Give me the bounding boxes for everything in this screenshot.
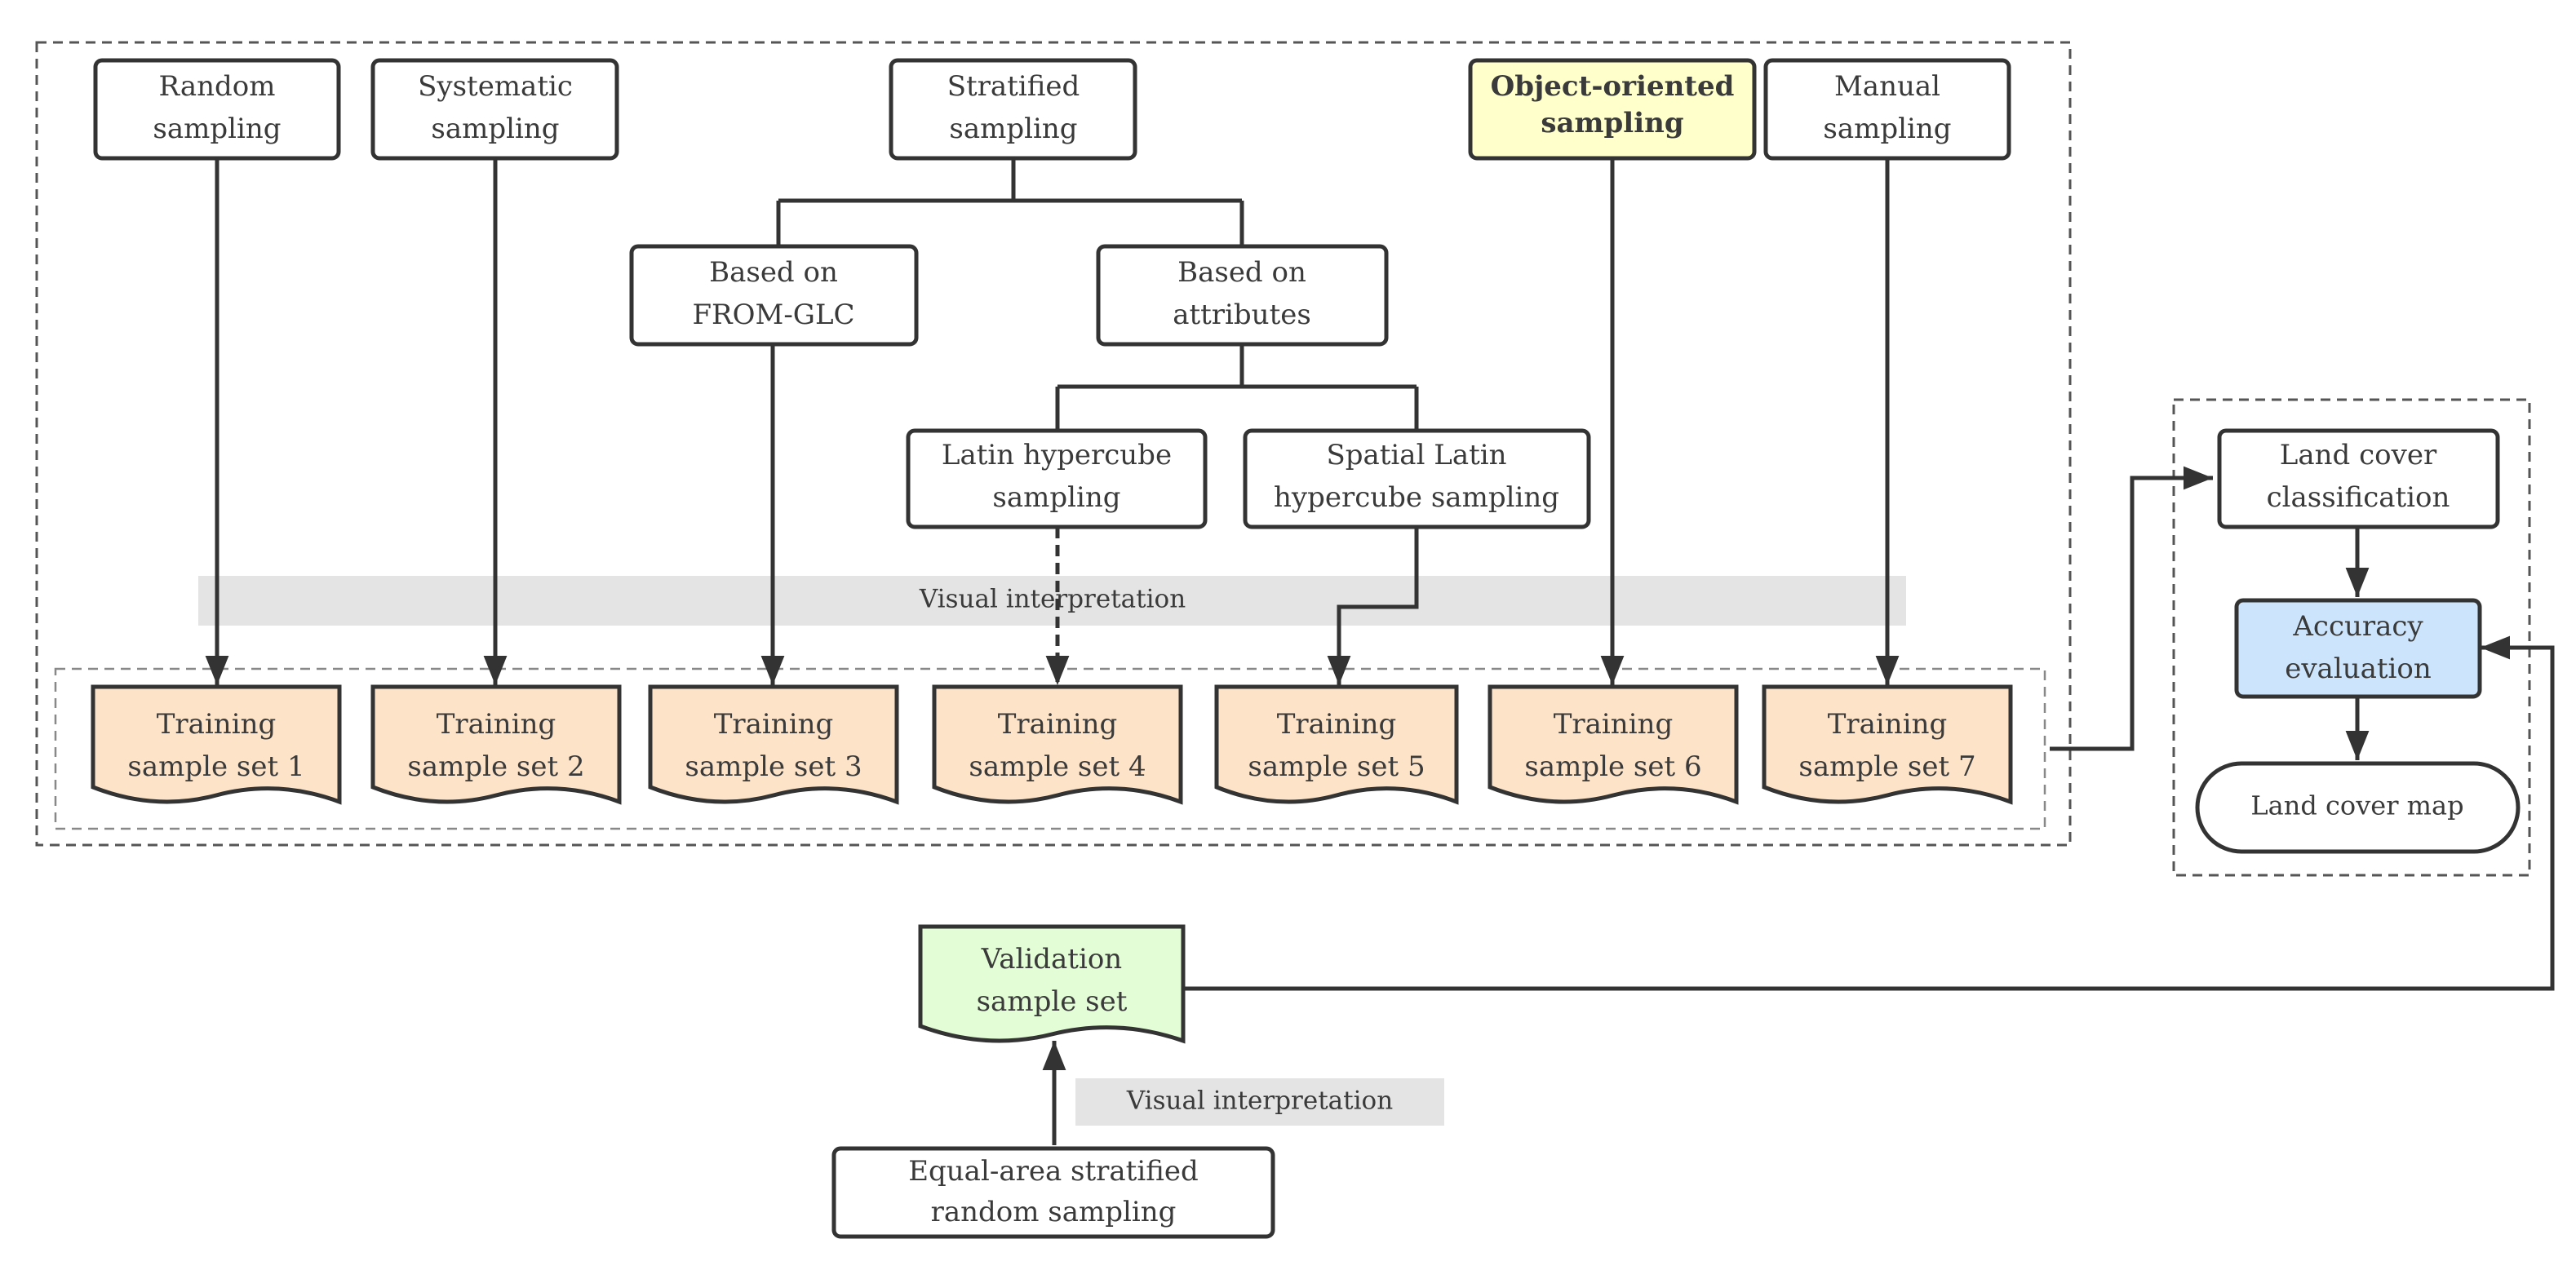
training-sample-set-3: Training sample set 3 (648, 684, 899, 805)
connector-training-to-classification (2050, 466, 2213, 751)
connector-validation-to-accuracy (1183, 635, 2555, 991)
training-set-4-label-line2: sample set 4 (969, 750, 1146, 783)
manual-sampling-box: Manual sampling (1763, 58, 2011, 161)
object-oriented-sampling-label-line1: Object-oriented (1491, 70, 1735, 103)
from-glc-label-line1: Based on (709, 256, 838, 289)
training-set-7-label-line1: Training (1828, 708, 1948, 741)
object-oriented-sampling-box: Object-oriented sampling (1468, 58, 1757, 161)
land-cover-classification-box: Land cover classification (2217, 428, 2500, 529)
training-set-5-label-line1: Training (1277, 708, 1397, 741)
training-set-2-label-line2: sample set 2 (407, 750, 584, 783)
accuracy-evaluation-box: Accuracy evaluation (2234, 598, 2482, 699)
latin-hypercube-label-line2: sampling (992, 481, 1120, 514)
training-sample-set-5: Training sample set 5 (1214, 684, 1459, 805)
training-set-2-label-line1: Training (437, 708, 556, 741)
training-set-6-label-line2: sample set 6 (1524, 750, 1701, 783)
validation-sample-set: Validation sample set (918, 924, 1186, 1044)
visual-interpretation-label-bottom: Visual interpretation (1126, 1086, 1393, 1116)
land-cover-map-box: Land cover map (2195, 761, 2521, 854)
accuracy-evaluation-label-line2: evaluation (2285, 653, 2432, 685)
training-set-3-label-line2: sample set 3 (685, 750, 862, 783)
equal-area-label-line1: Equal-area stratified (908, 1155, 1199, 1188)
spatial-latin-hypercube-box: Spatial Latin hypercube sampling (1243, 428, 1591, 529)
random-sampling-label-line1: Random (158, 70, 275, 103)
stratified-sampling-label-line2: sampling (949, 113, 1077, 145)
training-set-5-label-line2: sample set 5 (1248, 750, 1425, 783)
spatial-latin-label-line2: hypercube sampling (1274, 481, 1559, 514)
based-on-from-glc-box: Based on FROM-GLC (629, 244, 919, 347)
systematic-sampling-label-line1: Systematic (418, 70, 573, 103)
connectors (205, 158, 2555, 1145)
training-sets-frame (54, 667, 2046, 830)
manual-sampling-label-line2: sampling (1823, 113, 1951, 145)
training-set-3-label-line1: Training (714, 708, 834, 741)
training-set-1-label-line2: sample set 1 (127, 750, 304, 783)
training-sample-set-7: Training sample set 7 (1762, 684, 2013, 805)
visual-interpretation-band-top (198, 576, 1906, 626)
training-sample-set-1: Training sample set 1 (91, 684, 342, 805)
stratified-sampling-label-line1: Stratified (947, 70, 1080, 103)
classification-frame (2172, 398, 2531, 877)
stratified-sampling-box: Stratified sampling (889, 58, 1137, 161)
land-cover-classification-label-line1: Land cover (2280, 439, 2437, 471)
training-sample-set-6: Training sample set 6 (1488, 684, 1739, 805)
attributes-label-line2: attributes (1173, 299, 1311, 331)
equal-area-label-line2: random sampling (931, 1196, 1177, 1228)
random-sampling-box: Random sampling (93, 58, 341, 161)
connector-attributes-branch (1055, 344, 1419, 431)
land-cover-map-label: Land cover map (2250, 790, 2463, 821)
training-sample-set-4: Training sample set 4 (932, 684, 1183, 805)
spatial-latin-label-line1: Spatial Latin (1326, 439, 1506, 471)
validation-label-line1: Validation (981, 943, 1122, 976)
connector-stratified-branch (776, 158, 1244, 246)
training-set-7-label-line2: sample set 7 (1798, 750, 1975, 783)
training-sample-set-2: Training sample set 2 (370, 684, 622, 805)
systematic-sampling-box: Systematic sampling (370, 58, 619, 161)
accuracy-evaluation-label-line1: Accuracy (2292, 610, 2423, 643)
systematic-sampling-label-line2: sampling (431, 113, 559, 145)
visual-interpretation-label-top: Visual interpretation (919, 585, 1186, 614)
object-oriented-sampling-label-line2: sampling (1541, 107, 1683, 139)
visual-interpretation-band-bottom (1075, 1078, 1444, 1126)
training-set-4-label-line1: Training (998, 708, 1118, 741)
latin-hypercube-label-line1: Latin hypercube (942, 439, 1172, 471)
equal-area-stratified-box: Equal-area stratified random sampling (831, 1146, 1275, 1239)
based-on-attributes-box: Based on attributes (1096, 244, 1389, 347)
latin-hypercube-box: Latin hypercube sampling (906, 428, 1208, 529)
validation-label-line2: sample set (977, 985, 1128, 1018)
training-set-1-label-line1: Training (157, 708, 277, 741)
sampling-methods-frame (35, 41, 2072, 847)
land-cover-classification-label-line2: classification (2267, 481, 2450, 514)
random-sampling-label-line2: sampling (153, 113, 281, 145)
training-set-6-label-line1: Training (1554, 708, 1674, 741)
from-glc-label-line2: FROM-GLC (692, 299, 854, 331)
attributes-label-line1: Based on (1177, 256, 1306, 289)
manual-sampling-label-line1: Manual (1834, 70, 1940, 103)
connector-spatial-latin-to-set5 (1327, 527, 1419, 685)
